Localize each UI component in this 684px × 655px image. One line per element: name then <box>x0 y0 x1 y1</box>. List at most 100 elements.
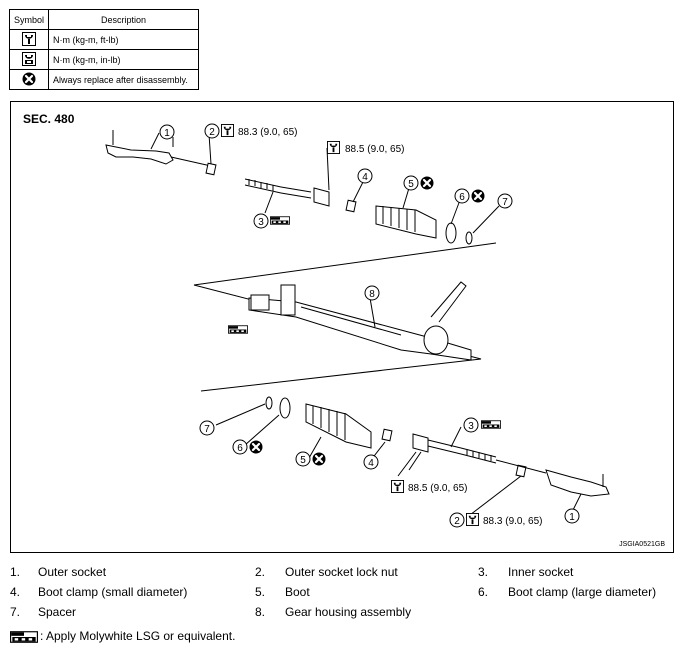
callout-2: 2 <box>449 512 465 528</box>
replace-part-icon <box>249 440 263 454</box>
inner-socket <box>412 433 429 453</box>
part-name: Boot clamp (small diameter) <box>38 585 188 599</box>
boot-clamp-large <box>279 397 291 419</box>
part-name: Boot <box>285 585 310 599</box>
callout-4: 4 <box>357 168 373 184</box>
legend-description: Always replace after disassembly. <box>48 69 199 90</box>
torque-wrench-icon <box>391 480 404 493</box>
torque-value-inner-socket: 88.5 (9.0, 65) <box>408 483 467 494</box>
boot-clamp-large <box>445 222 457 244</box>
diagram-frame: SEC. 480 <box>10 101 674 553</box>
grease-note: : Apply Molywhite LSG or equivalent. <box>10 629 235 645</box>
replace-part-icon <box>312 452 326 466</box>
part-name: Spacer <box>38 605 77 619</box>
replace-part-icon <box>420 176 434 190</box>
callout-3: 3 <box>463 417 479 433</box>
part-name: Inner socket <box>508 565 574 579</box>
parts-list-item: 4. <box>10 585 21 599</box>
parts-list-item: 3. <box>478 565 489 579</box>
callout-8: 8 <box>364 285 380 301</box>
replace-part-icon <box>22 72 36 86</box>
torque-value-outer-nut: 88.3 (9.0, 65) <box>483 516 542 527</box>
tie-rod-thread <box>244 178 282 194</box>
grease-icon <box>481 420 501 429</box>
torque-value-outer-nut: 88.3 (9.0, 65) <box>238 127 297 138</box>
legend-row: N·m (kg-m, ft-lb) <box>9 29 199 50</box>
torque-wrench-icon <box>327 141 340 154</box>
legend-row: N·m (kg-m, in-lb) <box>9 49 199 70</box>
svg-text:7: 7 <box>204 424 210 435</box>
svg-text:5: 5 <box>300 455 306 466</box>
boot <box>375 205 437 239</box>
callout-7: 7 <box>199 420 215 436</box>
svg-text:1: 1 <box>569 512 575 523</box>
parts-list-item: 1. <box>10 565 21 579</box>
legend-header-row: Symbol Description <box>9 9 199 30</box>
outer-socket <box>545 469 610 497</box>
replace-part-icon <box>471 189 485 203</box>
callout-6: 6 <box>454 188 470 204</box>
svg-text:4: 4 <box>368 458 374 469</box>
torque-value-inner-socket: 88.5 (9.0, 65) <box>345 144 404 155</box>
svg-text:3: 3 <box>258 217 264 228</box>
outer-socket <box>105 144 174 165</box>
callout-4: 4 <box>363 454 379 470</box>
symbol-legend-table: Symbol Description N·m (kg-m, ft-lb) N·m… <box>9 9 199 90</box>
callout-1: 1 <box>564 508 580 524</box>
svg-text:6: 6 <box>459 192 465 203</box>
part-name: Outer socket <box>38 565 107 579</box>
grease-note-text: : Apply Molywhite LSG or equivalent. <box>40 629 236 643</box>
lock-nut <box>515 464 527 478</box>
callout-6: 6 <box>232 439 248 455</box>
callout-1: 1 <box>159 124 175 140</box>
svg-text:8: 8 <box>369 289 375 300</box>
torque-wrench-small-icon <box>22 52 36 66</box>
boot-clamp-small <box>381 428 393 442</box>
callout-3: 3 <box>253 213 269 229</box>
callout-5: 5 <box>403 175 419 191</box>
parts-list-item: 5. <box>255 585 266 599</box>
svg-text:2: 2 <box>454 516 460 527</box>
spacer <box>265 396 273 410</box>
parts-list-row: 7. Spacer 8. Gear housing assembly <box>10 605 674 623</box>
grease-icon <box>10 631 38 643</box>
legend-header-symbol: Symbol <box>9 9 49 30</box>
svg-text:3: 3 <box>468 421 474 432</box>
parts-list-item: 7. <box>10 605 21 619</box>
svg-text:4: 4 <box>362 172 368 183</box>
parts-list-item: 8. <box>255 605 266 619</box>
legend-header-description: Description <box>48 9 199 30</box>
spacer <box>465 231 473 245</box>
grease-icon <box>228 325 248 334</box>
reference-code: JSGIA0521GB <box>619 541 665 548</box>
legend-description: N·m (kg-m, in-lb) <box>48 49 199 70</box>
legend-row: Always replace after disassembly. <box>9 69 199 90</box>
svg-text:1: 1 <box>164 128 170 139</box>
part-name: Boot clamp (large diameter) <box>508 585 657 599</box>
gear-housing <box>248 297 472 361</box>
parts-list-item: 2. <box>255 565 266 579</box>
svg-text:6: 6 <box>237 443 243 454</box>
svg-text:5: 5 <box>408 179 414 190</box>
parts-list-row: 1. Outer socket 2. Outer socket lock nut… <box>10 565 674 583</box>
boot <box>305 403 372 449</box>
part-name: Gear housing assembly <box>285 605 412 619</box>
torque-wrench-icon <box>221 124 234 137</box>
steering-gear-diagram: 1 2 3 4 5 6 7 8 7 6 5 4 3 2 1 88.3 (9.0,… <box>105 123 610 528</box>
boot-clamp-small <box>345 199 357 213</box>
callout-5: 5 <box>295 451 311 467</box>
svg-text:7: 7 <box>502 197 508 208</box>
inner-socket <box>313 187 330 207</box>
torque-wrench-icon <box>22 32 36 46</box>
torque-wrench-icon <box>466 513 479 526</box>
parts-list-item: 6. <box>478 585 489 599</box>
callout-2: 2 <box>204 123 220 139</box>
callout-7: 7 <box>497 193 513 209</box>
grease-icon <box>270 216 290 225</box>
legend-description: N·m (kg-m, ft-lb) <box>48 29 199 50</box>
parts-list-row: 4. Boot clamp (small diameter) 5. Boot 6… <box>10 585 674 603</box>
section-label: SEC. 480 <box>23 112 75 126</box>
lock-nut <box>205 162 217 176</box>
svg-text:2: 2 <box>209 127 215 138</box>
part-name: Outer socket lock nut <box>285 565 398 579</box>
